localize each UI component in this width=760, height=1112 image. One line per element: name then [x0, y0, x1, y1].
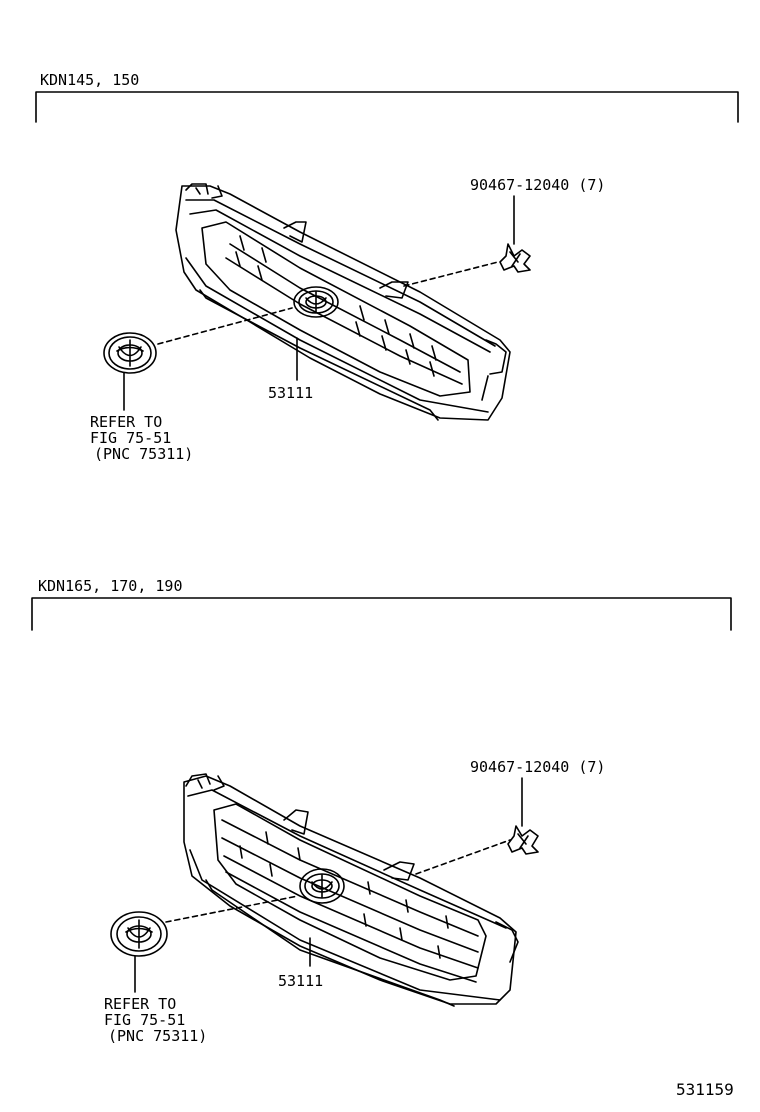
emblem-ref-line-2: FIG 75-51	[104, 1011, 186, 1029]
clip-part-number-1: 90467-12040 (7)	[470, 176, 606, 194]
model-header-2: KDN165, 170, 190	[38, 577, 183, 595]
grille-part-number-1: 53111	[268, 384, 314, 402]
illustration-id: 531159	[676, 1080, 734, 1099]
emblem-ref-line-3: (PNC 75311)	[94, 445, 194, 463]
clip-part-2	[507, 777, 539, 855]
emblem-ref-line-2: FIG 75-51	[90, 429, 172, 447]
clip-part-number-2: 90467-12040 (7)	[470, 758, 606, 776]
emblem-ref-line-1: REFER TO	[90, 413, 163, 431]
emblem-part-2	[110, 911, 168, 993]
grille-emblem-1	[293, 286, 339, 318]
grille-part-number-2: 53111	[278, 972, 324, 990]
clip-part-1	[499, 195, 531, 273]
emblem-part-1	[103, 332, 157, 411]
section-1-bracket	[35, 91, 739, 123]
emblem-ref-line-3: (PNC 75311)	[108, 1027, 208, 1045]
section-2-bracket	[31, 597, 732, 631]
grille-2	[183, 773, 519, 1007]
model-header-1: KDN145, 150	[40, 71, 140, 89]
grille-emblem-2	[299, 868, 345, 904]
emblem-ref-line-1: REFER TO	[104, 995, 177, 1013]
grille-1	[175, 183, 511, 421]
